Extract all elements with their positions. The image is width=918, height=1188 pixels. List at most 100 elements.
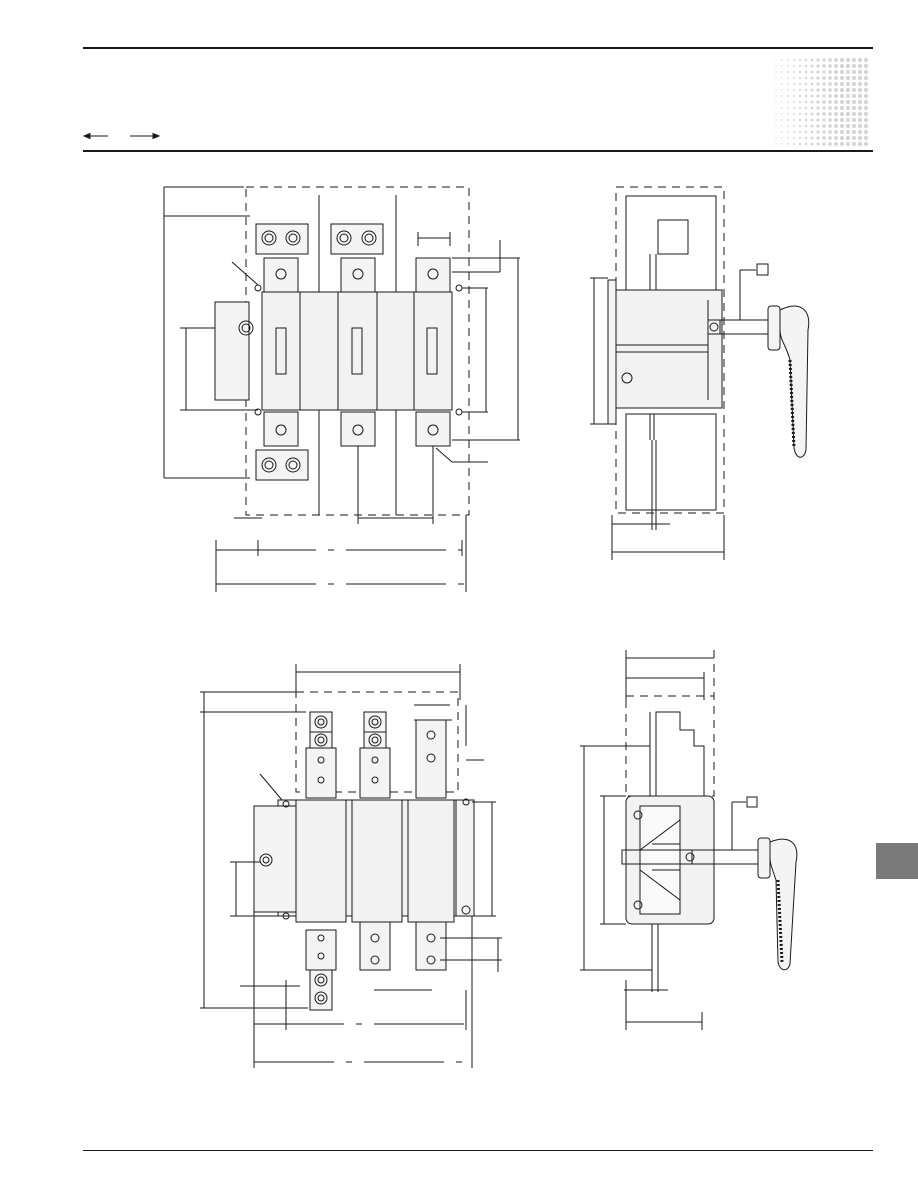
pattern-dot xyxy=(787,131,789,133)
pattern-dot xyxy=(775,119,777,121)
pattern-dot xyxy=(851,105,857,111)
pattern-dot xyxy=(804,142,808,146)
pattern-dot xyxy=(822,100,826,104)
pattern-dot xyxy=(857,129,863,135)
pattern-dot xyxy=(775,89,777,91)
pattern-dot xyxy=(851,123,857,129)
pattern-dot xyxy=(845,63,851,69)
pattern-dot xyxy=(781,59,783,61)
pattern-dot xyxy=(822,82,826,86)
pattern-dot xyxy=(775,107,777,109)
pattern-dot xyxy=(781,89,783,91)
pattern-dot xyxy=(816,70,820,74)
pattern-dot xyxy=(775,77,777,79)
pattern-dot xyxy=(804,112,808,116)
pattern-dot xyxy=(804,130,808,134)
pattern-dot xyxy=(863,129,869,135)
pattern-dot xyxy=(828,118,832,122)
pattern-dot xyxy=(845,129,851,135)
pattern-dot xyxy=(828,76,832,80)
pattern-dot xyxy=(834,88,838,92)
header-arrows xyxy=(83,132,161,140)
section-side-tab xyxy=(876,843,918,879)
pattern-dot xyxy=(804,82,808,86)
pattern-dot xyxy=(798,64,802,68)
pattern-dot xyxy=(804,100,808,104)
pattern-dot xyxy=(804,70,808,74)
pattern-dot xyxy=(810,130,814,134)
pattern-dot xyxy=(816,136,820,140)
pattern-dot xyxy=(834,64,838,68)
pattern-dot xyxy=(863,81,869,87)
pattern-dot xyxy=(775,95,777,97)
pattern-dot xyxy=(839,93,845,99)
pattern-dot xyxy=(863,75,869,81)
pattern-dot xyxy=(775,137,777,139)
pattern-dot xyxy=(787,59,789,61)
pattern-dot xyxy=(822,70,826,74)
pattern-dot xyxy=(822,130,826,134)
pattern-dot xyxy=(822,58,826,62)
pattern-dot xyxy=(792,106,796,110)
pattern-dot xyxy=(810,58,814,62)
pattern-dot xyxy=(834,124,838,128)
pattern-dot xyxy=(863,87,869,93)
pattern-dot xyxy=(775,113,777,115)
pattern-dot xyxy=(834,100,838,104)
pattern-dot xyxy=(828,112,832,116)
pattern-dot xyxy=(798,76,802,80)
pattern-dot xyxy=(851,141,857,146)
pattern-dot xyxy=(857,57,863,63)
pattern-dot xyxy=(851,63,857,69)
pattern-dot xyxy=(810,118,814,122)
pattern-dot xyxy=(810,88,814,92)
pattern-dot xyxy=(792,70,796,74)
pattern-dot xyxy=(816,94,820,98)
pattern-dot xyxy=(857,69,863,75)
pattern-dot xyxy=(845,111,851,117)
pattern-dot xyxy=(845,81,851,87)
pattern-dot xyxy=(804,58,808,62)
pattern-dot xyxy=(839,99,845,105)
pattern-dot xyxy=(857,81,863,87)
pattern-dot xyxy=(857,87,863,93)
pattern-dot xyxy=(834,142,838,146)
pattern-dot xyxy=(816,100,820,104)
footer-rule xyxy=(83,1150,873,1151)
pattern-dot xyxy=(787,143,789,145)
pattern-dot xyxy=(798,118,802,122)
pattern-dot xyxy=(839,141,845,146)
pattern-dot xyxy=(775,131,777,133)
pattern-dot xyxy=(863,99,869,105)
pattern-dot xyxy=(775,65,777,67)
pattern-dot xyxy=(828,82,832,86)
pattern-dot xyxy=(845,57,851,63)
pattern-dot xyxy=(828,124,832,128)
pattern-dot xyxy=(839,111,845,117)
pattern-dot xyxy=(781,131,783,133)
pattern-dot xyxy=(851,81,857,87)
pattern-dot xyxy=(822,106,826,110)
pattern-dot xyxy=(851,99,857,105)
pattern-dot xyxy=(798,136,802,140)
pattern-dot xyxy=(828,130,832,134)
pattern-dot xyxy=(792,76,796,80)
pattern-dot xyxy=(851,135,857,141)
pattern-dot xyxy=(822,94,826,98)
pattern-dot xyxy=(857,75,863,81)
pattern-dot xyxy=(863,105,869,111)
pattern-dot xyxy=(839,81,845,87)
pattern-dot xyxy=(798,94,802,98)
pattern-dot xyxy=(810,124,814,128)
pattern-dot xyxy=(851,87,857,93)
pattern-dot xyxy=(851,93,857,99)
pattern-dot xyxy=(851,75,857,81)
pattern-dot xyxy=(857,135,863,141)
pattern-dot xyxy=(839,75,845,81)
pattern-dot xyxy=(816,130,820,134)
pattern-dot xyxy=(781,113,783,115)
pattern-dot xyxy=(816,142,820,146)
pattern-dot xyxy=(822,118,826,122)
pattern-dot xyxy=(845,105,851,111)
pattern-dot xyxy=(816,124,820,128)
